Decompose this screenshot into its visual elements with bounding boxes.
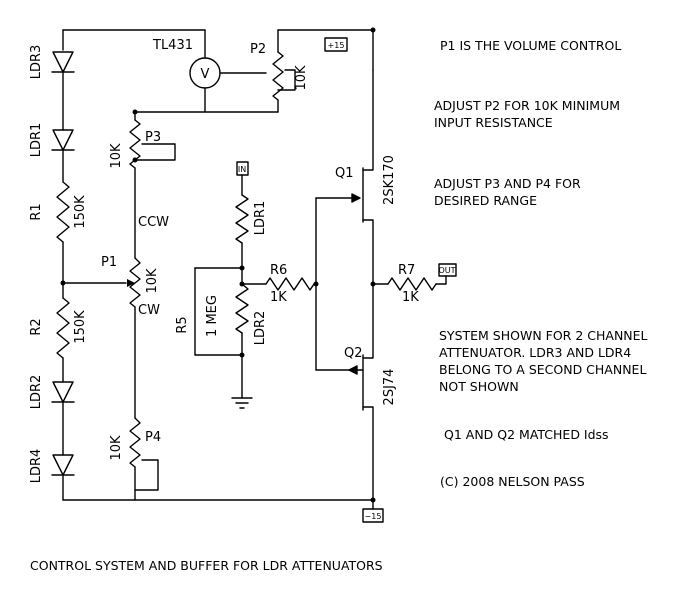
note-line: SYSTEM SHOWN FOR 2 CHANNEL (439, 328, 648, 343)
plus15-label: +15 (328, 41, 345, 50)
meter-label: V (201, 67, 210, 82)
minus15-label: −15 (365, 512, 382, 521)
diagram-caption: CONTROL SYSTEM AND BUFFER FOR LDR ATTENU… (30, 557, 383, 574)
ldr1-series-resistor (235, 194, 249, 244)
note-p3p4: ADJUST P3 AND P4 FOR DESIRED RANGE (434, 175, 581, 209)
p1-label: P1 (101, 255, 117, 270)
junction-dot (60, 280, 66, 286)
ldr1-diode (51, 129, 75, 151)
note-line: NOT SHOWN (439, 379, 519, 394)
note-line: ADJUST P3 AND P4 FOR (434, 176, 581, 191)
note-system: SYSTEM SHOWN FOR 2 CHANNEL ATTENUATOR. L… (439, 327, 648, 395)
r1-value: 150K (73, 195, 88, 229)
out-label: OUT (438, 266, 455, 275)
junction-dot (370, 497, 376, 503)
r6-value: 1K (270, 290, 287, 305)
junction-dot (370, 27, 376, 33)
q1-transistor (362, 69, 374, 285)
note-line: DESIRED RANGE (434, 193, 537, 208)
r6-resistor (265, 277, 315, 291)
r7-label: R7 (398, 263, 415, 278)
note-line: ADJUST P2 FOR 10K MINIMUM (434, 98, 621, 113)
minus15-terminal-box (362, 508, 384, 523)
r5-label: R5 (175, 316, 190, 333)
ldr3-diode (51, 51, 75, 73)
p4-value: 10K (109, 435, 124, 461)
p4-label: P4 (145, 430, 161, 445)
ldr1-mid-label: LDR1 (253, 201, 268, 236)
ldr2-mid-label: LDR2 (253, 311, 268, 346)
p3-resistor (129, 119, 141, 169)
ground-symbol (231, 397, 253, 409)
p2-wiper (277, 69, 296, 91)
note-copyright: (C) 2008 NELSON PASS (440, 473, 585, 490)
p3-wiper (134, 143, 176, 161)
junction-dot (239, 352, 245, 358)
plus15-terminal-box (324, 37, 348, 52)
r7-resistor (387, 277, 437, 291)
junction-dot (132, 109, 138, 115)
ldr2-diode (51, 381, 75, 403)
ldr1-left-label: LDR1 (29, 123, 44, 158)
r6-label: R6 (270, 263, 287, 278)
tl431-label: TL431 (152, 38, 193, 53)
in-label: IN (238, 165, 246, 174)
note-p1: P1 IS THE VOLUME CONTROL (440, 37, 621, 54)
p2-value: 10K (294, 65, 309, 91)
cw-label: CW (138, 303, 160, 318)
r5-value: 1 MEG (205, 295, 220, 337)
ccw-label: CCW (138, 215, 169, 230)
note-matched: Q1 AND Q2 MATCHED Idss (444, 426, 609, 443)
q2-part: 2SJ74 (382, 369, 397, 406)
p1-wiper-arrow (127, 279, 135, 287)
junction-dot (313, 281, 319, 287)
ldr3-label: LDR3 (29, 45, 44, 80)
junction-dots (60, 27, 376, 503)
p4-wiper (134, 459, 159, 491)
p2-resistor (272, 51, 284, 101)
junction-dot (239, 281, 245, 287)
p1-value: 10K (145, 268, 160, 294)
note-line: P1 IS THE VOLUME CONTROL (440, 38, 622, 53)
wire (435, 275, 447, 285)
out-terminal-box (438, 263, 457, 277)
note-line: INPUT RESISTANCE (434, 115, 553, 130)
r2-value: 150K (73, 310, 88, 344)
q2-transistor (362, 283, 374, 501)
junction-dot (239, 265, 245, 271)
ldr2-shunt-resistor (235, 283, 249, 334)
junction-dot (132, 157, 138, 163)
note-line: (C) 2008 NELSON PASS (440, 474, 585, 489)
p3-label: P3 (145, 130, 161, 145)
r7-value: 1K (402, 290, 419, 305)
caption-text: CONTROL SYSTEM AND BUFFER FOR LDR ATTENU… (30, 558, 383, 573)
p3-value: 10K (109, 143, 124, 169)
note-line: Q1 AND Q2 MATCHED Idss (444, 427, 609, 442)
q1-label: Q1 (335, 166, 354, 181)
r1-label: R1 (29, 203, 44, 220)
note-p2: ADJUST P2 FOR 10K MINIMUM INPUT RESISTAN… (434, 97, 620, 131)
junction-dot (370, 281, 376, 287)
p4-resistor (129, 417, 141, 468)
r2-label: R2 (29, 318, 44, 335)
ldr4-label: LDR4 (29, 449, 44, 484)
note-line: ATTENUATOR. LDR3 AND LDR4 (439, 345, 632, 360)
p2-label: P2 (250, 42, 266, 57)
q2-label: Q2 (344, 346, 363, 361)
note-line: BELONG TO A SECOND CHANNEL (439, 362, 647, 377)
ldr2-left-label: LDR2 (29, 375, 44, 410)
q2-gate-arrow (348, 365, 358, 375)
ldr4-diode (51, 454, 75, 476)
in-terminal-box (236, 161, 249, 176)
q1-gate-arrow (351, 193, 361, 203)
r1-resistor (56, 181, 70, 243)
r2-resistor (56, 297, 70, 359)
q1-part: 2SK170 (382, 155, 397, 205)
